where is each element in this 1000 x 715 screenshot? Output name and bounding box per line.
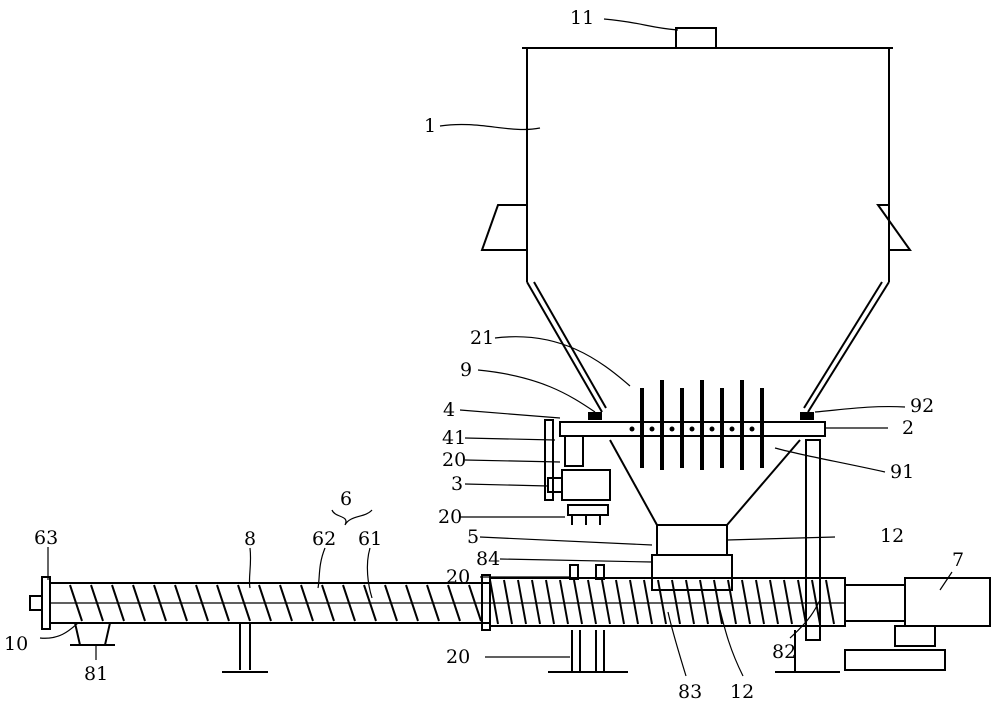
label-91: 91 [890,461,914,483]
label-4: 4 [443,399,455,421]
label-61: 61 [358,528,382,550]
label-62: 62 [312,528,336,550]
screw-flight [602,580,610,624]
screw-flight [630,580,638,624]
screw-flight [560,580,568,624]
label-20d: 20 [446,646,470,668]
agitator [545,380,825,640]
label-7: 7 [952,549,964,571]
outlet-box [657,525,727,555]
label-20c: 20 [446,566,470,588]
label-8: 8 [244,528,256,550]
screw-flight [490,580,498,624]
label-81: 81 [84,663,108,685]
label-20a: 20 [442,449,466,471]
label-6: 6 [340,488,352,510]
label-2: 2 [902,417,914,439]
agitator-blade [740,380,744,470]
screw-flight [518,580,526,624]
agitator-blade [760,388,764,468]
shaft-hole [650,427,655,432]
screw-flight [770,580,778,624]
right-bracket [878,205,910,250]
label-21: 21 [470,327,494,349]
shaft-hole [730,427,735,432]
discharge-port [75,623,110,645]
label-9: 9 [460,359,472,381]
label-84: 84 [476,548,500,570]
drive-motor [905,578,990,626]
screw-flight [644,580,652,624]
screw-flight [686,580,694,624]
screw-flight [546,580,554,624]
screw-flight [714,580,722,624]
shaft-hole [630,427,635,432]
agitator-blade [640,388,644,468]
screw-flight [742,580,750,624]
screw-flight [658,580,666,624]
agitator-blade [700,380,704,470]
label-3: 3 [451,473,463,495]
screw-flight [588,580,596,624]
label-5: 5 [467,526,479,548]
label-12b: 12 [730,681,754,703]
shaft-hole [670,427,675,432]
label-20b: 20 [438,506,462,528]
agitator-blade [720,388,724,468]
screw-conveyor [30,565,990,672]
label-63: 63 [34,527,58,549]
label-41: 41 [442,427,466,449]
label-12a: 12 [880,525,904,547]
screw-flight [616,580,624,624]
screw-flight [798,580,806,624]
screw-flight [672,580,680,624]
screw-flight [826,580,834,624]
shaft-hole [690,427,695,432]
screw-flight [574,580,582,624]
label-1: 1 [424,115,436,137]
screw-flight [504,580,512,624]
hopper [482,28,910,590]
shaft-hole [750,427,755,432]
label-92: 92 [910,395,934,417]
label-83: 83 [678,681,702,703]
agitator-motor [562,470,610,500]
left-bracket [482,205,527,250]
agitator-blade [660,380,664,470]
shaft-hole [710,427,715,432]
agitator-blade [680,388,684,468]
screw-flight [532,580,540,624]
screw-flight [700,580,708,624]
top-inlet [676,28,716,48]
screw-flight [756,580,764,624]
screw-flight [784,580,792,624]
label-11: 11 [570,7,594,29]
label-10: 10 [4,633,28,655]
label-82: 82 [772,641,796,663]
